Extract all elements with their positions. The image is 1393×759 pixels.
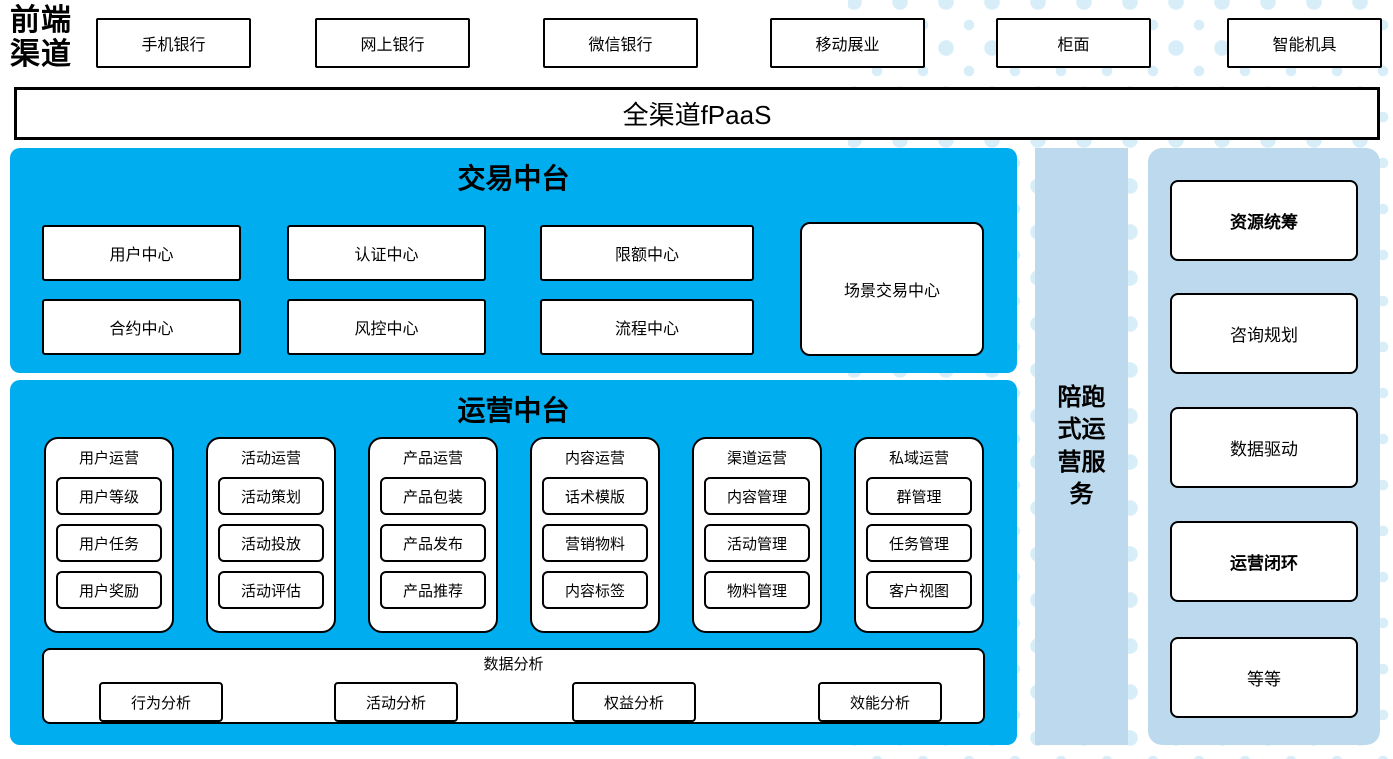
op-item: 任务管理 <box>866 524 972 562</box>
op-item: 话术模版 <box>542 477 648 515</box>
analysis-item-benefit: 权益分析 <box>572 682 696 722</box>
box-risk-center: 风控中心 <box>287 299 486 355</box>
companion-operation-service-bar: 陪跑式运营服务 <box>1035 148 1128 745</box>
column-user-operation: 用户运营 用户等级 用户任务 用户奖励 <box>44 437 174 633</box>
op-item: 产品推荐 <box>380 571 486 609</box>
operation-platform-panel: 运营中台 用户运营 用户等级 用户任务 用户奖励 活动运营 活动策划 活动投放 … <box>10 380 1017 745</box>
service-box-consulting-planning: 咨询规划 <box>1170 293 1358 374</box>
op-item: 用户任务 <box>56 524 162 562</box>
box-process-center: 流程中心 <box>540 299 754 355</box>
channel-box-mobile-sales: 移动展业 <box>770 18 925 68</box>
column-product-operation: 产品运营 产品包装 产品发布 产品推荐 <box>368 437 498 633</box>
op-item: 活动投放 <box>218 524 324 562</box>
box-limit-center: 限额中心 <box>540 225 754 281</box>
box-contract-center: 合约中心 <box>42 299 241 355</box>
op-item: 客户视图 <box>866 571 972 609</box>
analysis-item-activity: 活动分析 <box>334 682 458 722</box>
column-channel-operation: 渠道运营 内容管理 活动管理 物料管理 <box>692 437 822 633</box>
box-scenario-transaction-center: 场景交易中心 <box>800 222 984 356</box>
column-private-domain-operation: 私域运营 群管理 任务管理 客户视图 <box>854 437 984 633</box>
op-item: 营销物料 <box>542 524 648 562</box>
op-item: 群管理 <box>866 477 972 515</box>
service-box-etc: 等等 <box>1170 637 1358 718</box>
op-item: 用户奖励 <box>56 571 162 609</box>
op-item: 物料管理 <box>704 571 810 609</box>
op-item: 内容标签 <box>542 571 648 609</box>
op-item: 内容管理 <box>704 477 810 515</box>
transaction-platform-title: 交易中台 <box>457 163 570 194</box>
op-item: 活动管理 <box>704 524 810 562</box>
channel-box-counter: 柜面 <box>996 18 1151 68</box>
omni-channel-fpaas-bar: 全渠道fPaaS <box>14 87 1380 140</box>
analysis-item-efficiency: 效能分析 <box>818 682 942 722</box>
op-item: 活动评估 <box>218 571 324 609</box>
box-auth-center: 认证中心 <box>287 225 486 281</box>
data-analysis-strip: 数据分析 行为分析 活动分析 权益分析 效能分析 <box>42 648 985 724</box>
data-analysis-title: 数据分析 <box>483 656 544 673</box>
transaction-platform-panel: 交易中台 用户中心 认证中心 限额中心 合约中心 风控中心 流程中心 场景交易中… <box>10 148 1017 373</box>
op-item: 用户等级 <box>56 477 162 515</box>
box-user-center: 用户中心 <box>42 225 241 281</box>
operation-platform-title: 运营中台 <box>457 395 570 426</box>
column-title: 内容运营 <box>564 450 625 467</box>
service-box-data-driven: 数据驱动 <box>1170 407 1358 488</box>
column-title: 渠道运营 <box>726 450 787 467</box>
companion-operation-service-label: 陪跑式运营服务 <box>1057 383 1106 508</box>
analysis-item-behavior: 行为分析 <box>99 682 223 722</box>
channel-box-smart-devices: 智能机具 <box>1227 18 1382 68</box>
column-title: 用户运营 <box>78 450 139 467</box>
op-item: 产品发布 <box>380 524 486 562</box>
channel-box-mobile-banking: 手机银行 <box>96 18 251 68</box>
column-content-operation: 内容运营 话术模版 营销物料 内容标签 <box>530 437 660 633</box>
column-activity-operation: 活动运营 活动策划 活动投放 活动评估 <box>206 437 336 633</box>
service-box-resource-coordination: 资源统筹 <box>1170 180 1358 261</box>
op-item: 产品包装 <box>380 477 486 515</box>
op-item: 活动策划 <box>218 477 324 515</box>
service-capability-panel: 资源统筹 咨询规划 数据驱动 运营闭环 等等 <box>1148 148 1380 745</box>
column-title: 产品运营 <box>402 450 463 467</box>
service-box-operation-closed-loop: 运营闭环 <box>1170 521 1358 602</box>
channel-box-wechat-banking: 微信银行 <box>543 18 698 68</box>
channel-box-online-banking: 网上银行 <box>315 18 470 68</box>
column-title: 私域运营 <box>888 450 949 467</box>
frontend-channels-label: 前端渠道 <box>10 4 72 71</box>
column-title: 活动运营 <box>240 450 301 467</box>
